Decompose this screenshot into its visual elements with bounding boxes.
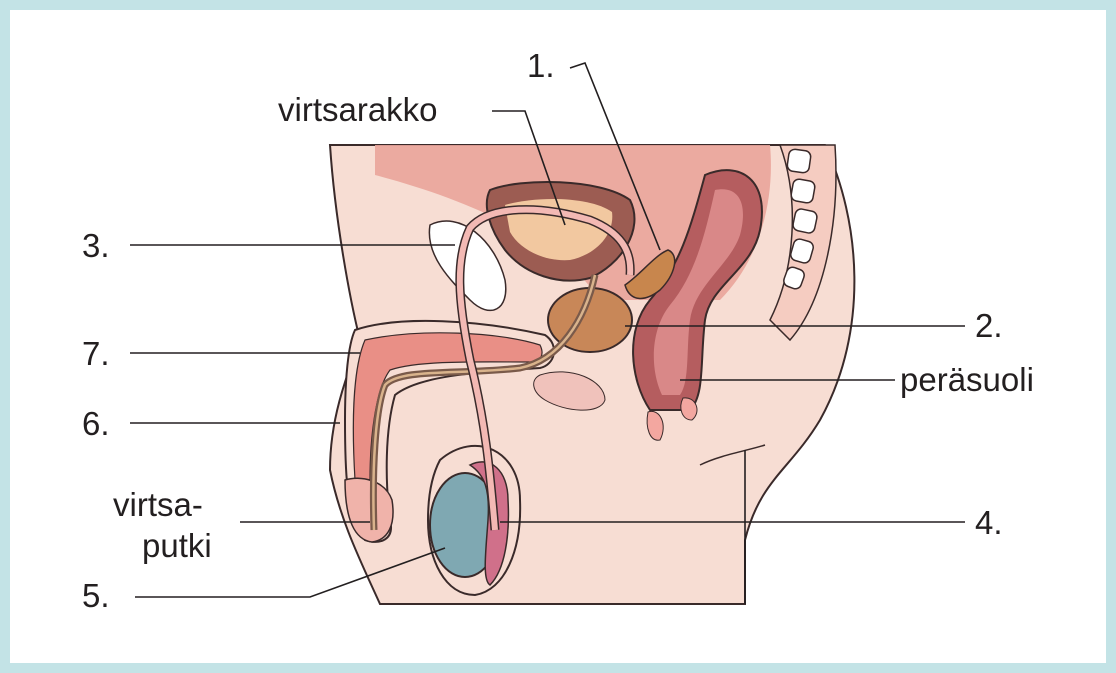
label-rectum: peräsuoli	[900, 362, 1034, 398]
label-3: 3.	[82, 228, 110, 264]
label-6: 6.	[82, 406, 110, 442]
label-1: 1.	[527, 48, 555, 84]
label-5: 5.	[82, 578, 110, 614]
label-urethra-line1: virtsa-	[113, 487, 203, 523]
label-2: 2.	[975, 308, 1003, 344]
label-4: 4.	[975, 505, 1003, 541]
label-7: 7.	[82, 336, 110, 372]
label-urethra-line2: putki	[142, 528, 212, 564]
label-bladder: virtsarakko	[278, 92, 438, 128]
